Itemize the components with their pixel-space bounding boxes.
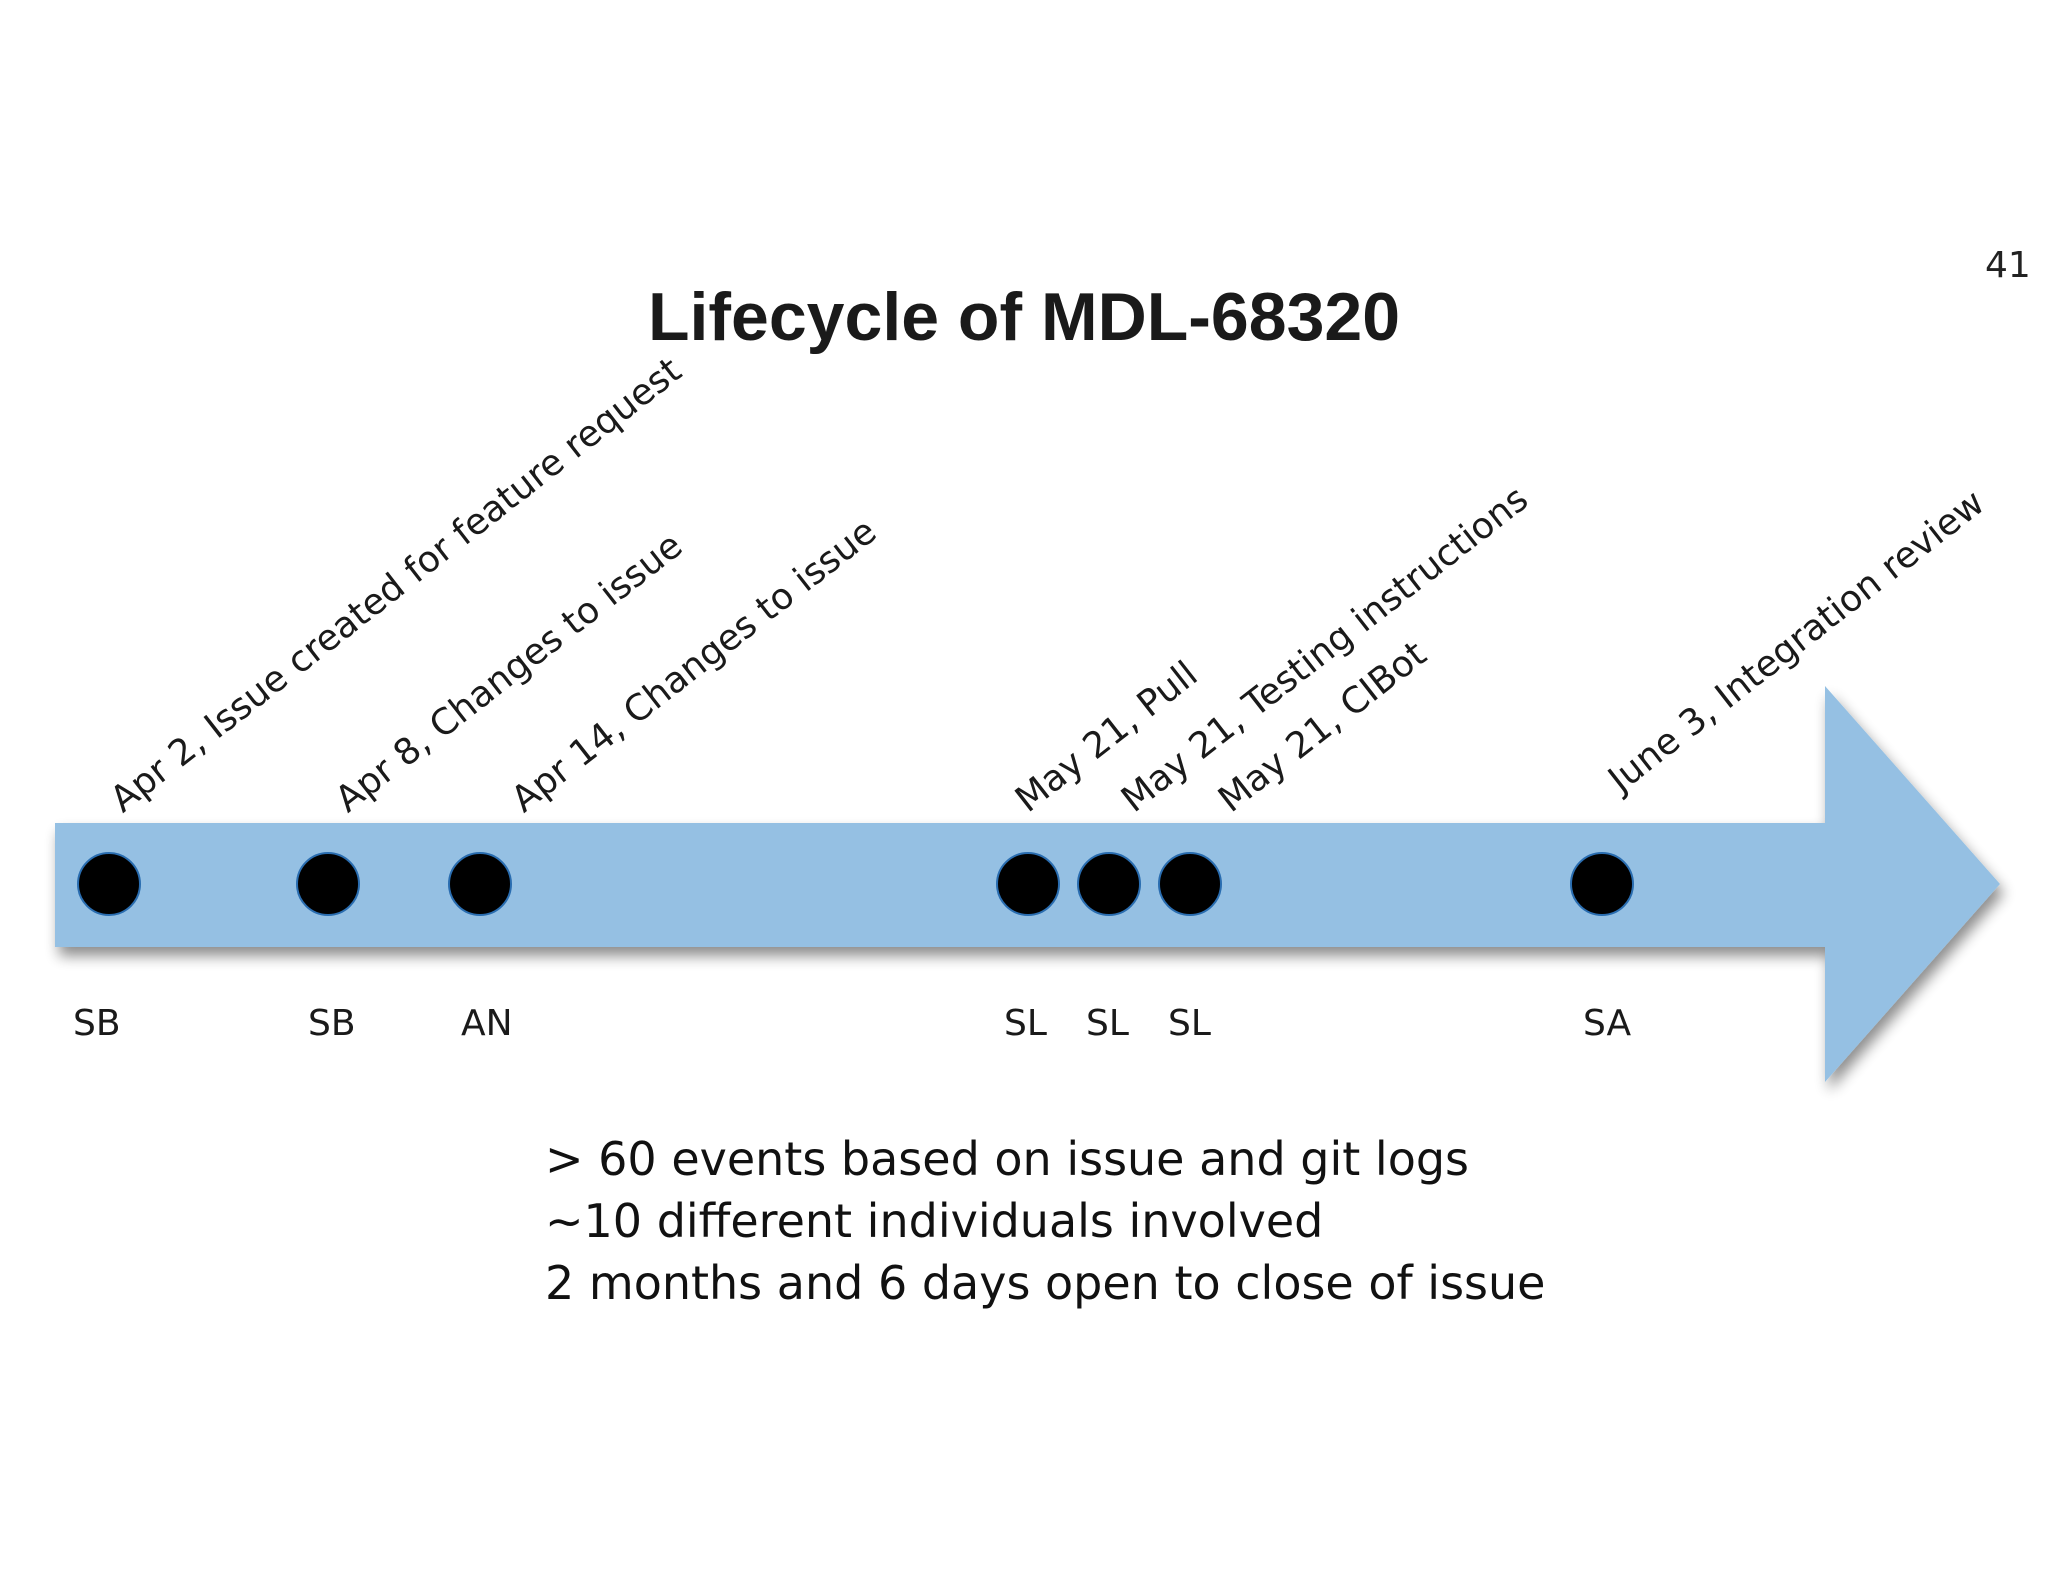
- event-dot-3: [448, 852, 512, 916]
- event-person-1: SB: [73, 1003, 121, 1044]
- event-dot-6: [1158, 852, 1222, 916]
- event-person-3: AN: [461, 1003, 513, 1044]
- event-person-4: SL: [1004, 1003, 1047, 1044]
- event-person-6: SL: [1168, 1003, 1211, 1044]
- summary-line-3: 2 months and 6 days open to close of iss…: [545, 1256, 1546, 1310]
- event-dot-7: [1570, 852, 1634, 916]
- event-person-2: SB: [308, 1003, 356, 1044]
- summary-line-2: ~10 different individuals involved: [545, 1194, 1324, 1248]
- event-dot-5: [1077, 852, 1141, 916]
- event-dot-1: [77, 852, 141, 916]
- summary-text: > 60 events based on issue and git logs …: [545, 1128, 1545, 1314]
- event-dot-2: [296, 852, 360, 916]
- page-number: 41: [1985, 245, 2031, 286]
- event-person-7: SA: [1583, 1003, 1632, 1044]
- event-dot-4: [996, 852, 1060, 916]
- summary-line-1: > 60 events based on issue and git logs: [545, 1132, 1469, 1186]
- slide-title: Lifecycle of MDL-68320: [647, 279, 1401, 355]
- event-person-5: SL: [1086, 1003, 1129, 1044]
